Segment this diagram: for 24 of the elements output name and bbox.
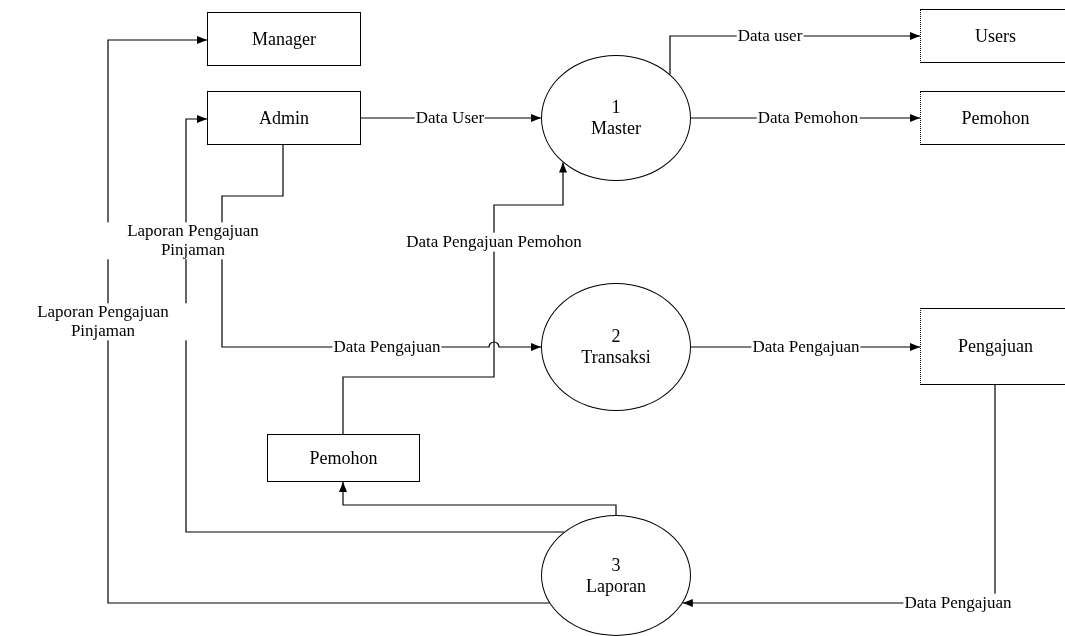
flow-arrow — [107, 36, 550, 604]
node-label: Master — [591, 118, 641, 139]
external-entity-box — [207, 91, 361, 145]
node-label: Pemohon — [309, 447, 378, 469]
node-label: 1 — [611, 97, 621, 118]
node-label: Transaksi — [581, 347, 651, 368]
external-entity-box — [207, 12, 361, 66]
node-label: Users — [975, 25, 1016, 47]
data-store — [920, 9, 1065, 63]
data-store — [920, 91, 1065, 145]
node-label: Manager — [252, 28, 316, 50]
flow-arrow — [342, 162, 567, 435]
flow-arrow — [339, 481, 617, 516]
flow-arrow — [185, 115, 565, 533]
data-store — [920, 308, 1065, 385]
node-label: Laporan — [586, 575, 646, 597]
edge-label: Data Pengajuan — [903, 593, 1013, 613]
external-entity-box — [267, 434, 420, 482]
node-label: Pemohon — [961, 107, 1030, 129]
edge-label: Data Pengajuan Pemohon — [405, 232, 583, 252]
node-label: 3 — [611, 554, 621, 576]
node-label: Pengajuan — [958, 336, 1033, 357]
node-label: Admin — [259, 107, 309, 129]
node-label: 2 — [611, 326, 621, 347]
